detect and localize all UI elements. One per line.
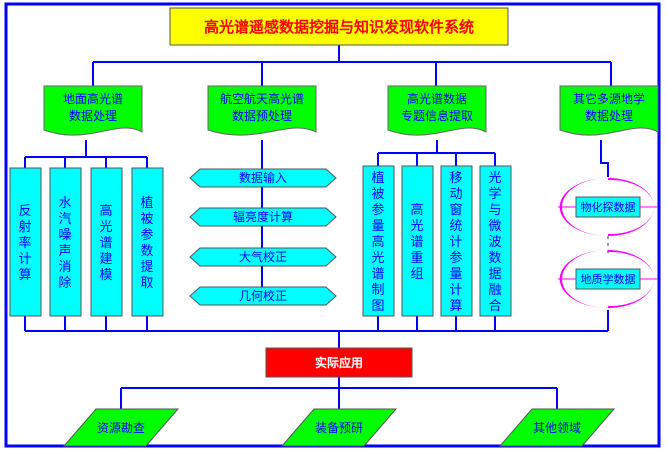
multisource-label: 物化探数据	[581, 200, 636, 214]
multisource-item[interactable]: 物化探数据	[558, 178, 658, 236]
application-item-label: 资源勘查	[97, 421, 145, 435]
branch-label-line: 数据处理	[69, 108, 117, 123]
branch-label-line: 其它多源地学	[573, 91, 645, 106]
airborne-step-label: 辐亮度计算	[233, 209, 293, 224]
branch-label-line: 高光谱数据	[407, 91, 467, 106]
ground-step-label: 植被参数提取	[140, 196, 153, 291]
thematic-step[interactable]: 植被参量高光谱制图	[362, 165, 395, 317]
airborne-step[interactable]: 几何校正	[189, 286, 337, 306]
application-box[interactable]: 实际应用	[265, 347, 413, 378]
airborne-step-label: 几何校正	[239, 288, 287, 303]
application-item[interactable]: 装备预研	[280, 408, 398, 447]
application-item-label: 其他领域	[533, 421, 581, 435]
ground-step[interactable]: 高光谱建模	[90, 167, 123, 317]
airborne-step[interactable]: 大气校正	[189, 247, 337, 267]
branch-label-line: 航空航天高光谱	[220, 91, 304, 106]
branch-label-line: 地面高光谱	[63, 91, 123, 106]
ground-step[interactable]: 反射率计算	[9, 167, 42, 317]
ground-step-label: 反射率计算	[18, 204, 31, 283]
thematic-step-label: 高光谱重组	[410, 202, 423, 282]
application-item[interactable]: 资源勘查	[62, 408, 180, 447]
ground-step[interactable]: 植被参数提取	[131, 167, 164, 317]
application-item-label: 装备预研	[315, 421, 363, 435]
branch-label-line: 数据处理	[585, 108, 633, 123]
thematic-step[interactable]: 移动窗统计参量计算	[440, 165, 473, 317]
branch-label-line: 专题信息提取	[401, 108, 473, 123]
connector-lines	[24, 45, 612, 409]
thematic-step-label: 植被参量高光谱制图	[371, 171, 384, 314]
ground-step[interactable]: 水汽噪声消除	[49, 167, 82, 317]
ground-step-label: 高光谱建模	[99, 203, 112, 283]
branch-label-line: 数据预处理	[232, 108, 292, 123]
multisource-item[interactable]: 地质学数据	[558, 250, 658, 308]
thematic-step-label: 移动窗统计参量计算	[449, 171, 462, 314]
airborne-step-label: 大气校正	[239, 249, 287, 264]
application-label: 实际应用	[315, 355, 363, 370]
multisource-label: 地质学数据	[581, 272, 636, 286]
connector	[600, 140, 609, 177]
airborne-step[interactable]: 数据输入	[189, 168, 337, 188]
title-box[interactable]: 高光谱遥感数据挖掘与知识发现软件系统	[169, 7, 509, 46]
airborne-step-label: 数据输入	[239, 170, 287, 185]
title-text: 高光谱遥感数据挖掘与知识发现软件系统	[204, 18, 474, 36]
thematic-step[interactable]: 光学与微波数据融合	[479, 165, 512, 317]
thematic-step[interactable]: 高光谱重组	[401, 165, 434, 317]
application-item[interactable]: 其他领域	[498, 408, 616, 447]
airborne-step[interactable]: 辐亮度计算	[189, 207, 337, 227]
ground-step-label: 水汽噪声消除	[58, 196, 71, 291]
thematic-step-label: 光学与微波数据融合	[488, 171, 501, 314]
